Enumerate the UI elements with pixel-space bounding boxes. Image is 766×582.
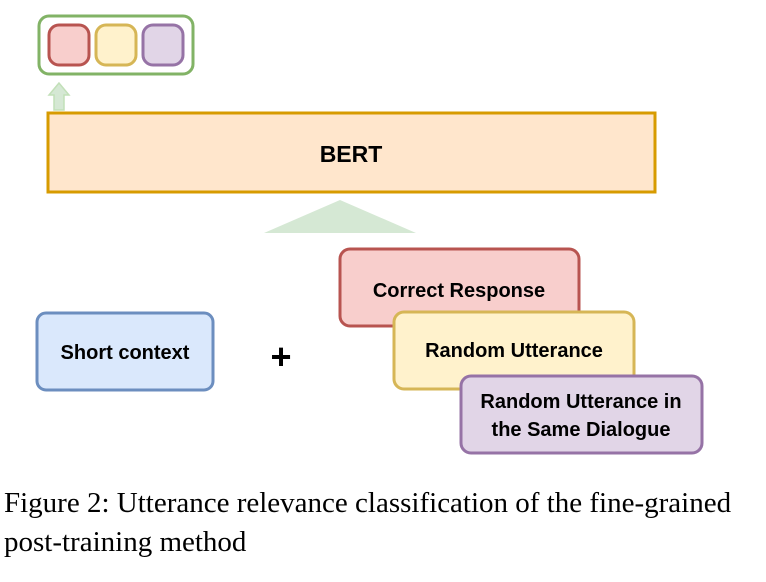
same-dialogue-utterance-label-line2: the Same Dialogue [492,419,671,441]
random-utterance-label: Random Utterance [425,340,603,362]
input-arrow [264,200,416,233]
same-dialogue-utterance-label-line1: Random Utterance in [480,391,681,413]
short-context-box [35,311,215,392]
correct-response-label: Correct Response [373,280,545,302]
plus-sign: + [270,336,291,377]
output-up-arrow [47,81,71,111]
output-class-same-dialogue-utterance [141,23,185,67]
output-class-correct-response [47,23,91,67]
figure-caption: Figure 2: Utterance relevance classifica… [4,487,732,558]
short-context-label: Short context [61,342,190,364]
bert-box [46,111,657,194]
bert-label: BERT [320,141,383,167]
same-dialogue-utterance-box [459,374,704,455]
output-class-random-utterance [94,23,138,67]
